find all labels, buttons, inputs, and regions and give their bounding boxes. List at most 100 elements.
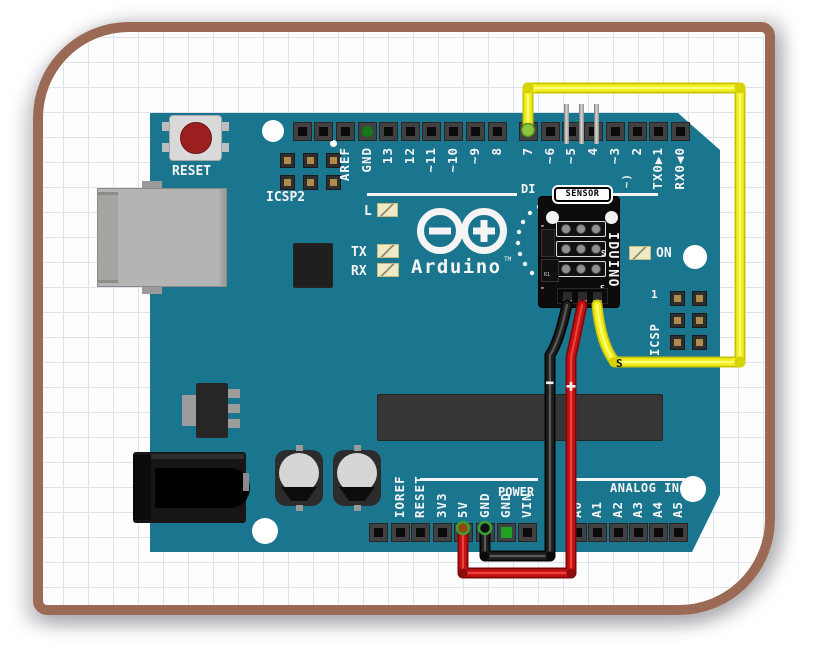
power-pin-label: RESET — [412, 475, 427, 518]
power-pin-label: GND — [477, 492, 492, 518]
reset-label: RESET — [172, 164, 212, 179]
icsp-pin — [669, 290, 685, 306]
power-pin — [368, 523, 388, 542]
sensor-smd-component — [541, 229, 555, 257]
digital-pin-label: 8 — [489, 147, 504, 156]
digital-pin — [583, 122, 603, 141]
led-rx-label: RX — [351, 264, 367, 279]
power-pin-label: IOREF — [392, 475, 407, 518]
digital-silk-text: DI — [521, 182, 536, 196]
sensor-label-tag: SENSOR — [554, 187, 611, 202]
led-l — [377, 203, 398, 217]
digital-pin — [670, 122, 690, 141]
digital-silk-pwm-text: ~) — [620, 173, 633, 189]
led-tx-label: TX — [351, 245, 367, 260]
power-pin — [390, 523, 410, 542]
power-silk-line — [420, 478, 538, 481]
digital-pin-label: TX0▶1 — [650, 147, 665, 190]
icsp-pin1-label: 1 — [651, 288, 658, 301]
power-jack-pin — [243, 473, 249, 491]
digital-pin — [313, 122, 333, 141]
icsp2-pin — [279, 152, 295, 168]
capacitor — [275, 445, 323, 511]
sensor-pad-row — [556, 261, 606, 277]
usb-tab — [142, 181, 162, 189]
icsp2-pin — [302, 174, 318, 190]
digital-pin-label: ~5 — [563, 147, 578, 165]
power-pin — [517, 523, 537, 542]
digital-silk-line — [367, 193, 517, 196]
sensor-header-base — [557, 288, 608, 304]
power-jack-highlight — [151, 454, 244, 459]
power-pin-label: 3V3 — [434, 492, 449, 518]
analog-pin — [668, 523, 688, 542]
sensor-module: SENSOR R1 - S - S IDUINO — [538, 187, 620, 308]
mounting-hole — [683, 245, 707, 269]
digital-pin — [605, 122, 625, 141]
icsp2-label: ICSP2 — [266, 190, 306, 205]
sensor-brand-text: IDUINO — [605, 232, 620, 288]
power-pin-label: VIN — [519, 492, 534, 518]
analog-pin — [648, 523, 668, 542]
silk-dot — [330, 140, 337, 147]
usb-connector-face — [98, 192, 118, 283]
led-rx — [377, 263, 399, 277]
digital-silk-line — [610, 193, 658, 196]
regulator-pin — [227, 419, 240, 428]
regulator-tab — [182, 395, 197, 426]
digital-pin — [487, 122, 507, 141]
icsp2-pin — [302, 152, 318, 168]
digital-pin-label: 2 — [629, 147, 644, 156]
digital-pin-label: ~10 — [445, 147, 460, 173]
usb-connector — [97, 188, 227, 287]
usb-tab — [142, 286, 162, 294]
digital-pin-label: GND — [359, 147, 374, 173]
digital-pin-label: ~11 — [423, 147, 438, 173]
digital-pin — [627, 122, 647, 141]
capacitor — [333, 445, 381, 511]
analog-pin — [628, 523, 648, 542]
power-pin-label: 5V — [455, 500, 470, 518]
digital-pin — [335, 122, 355, 141]
icsp-pin — [691, 312, 707, 328]
analog-pin — [608, 523, 628, 542]
usb-interface-chip — [293, 243, 333, 288]
power-pin — [453, 523, 473, 542]
digital-pin-label: 12 — [402, 147, 417, 165]
analog-silk-text: ANALOG IN — [610, 481, 680, 495]
analog-pin-label: A0 — [569, 500, 584, 518]
digital-pin-label: 13 — [380, 147, 395, 165]
power-pin — [475, 523, 495, 542]
icsp-pin — [669, 334, 685, 350]
analog-pin — [587, 523, 607, 542]
reset-button-tab — [162, 122, 170, 131]
sensor-resistor: R1 — [541, 259, 559, 282]
regulator-pin — [227, 404, 240, 413]
digital-pin — [540, 122, 560, 141]
sensor-pad-row — [556, 221, 606, 237]
sensor-leg — [579, 104, 584, 144]
digital-pin-label: ~3 — [607, 147, 622, 165]
analog-pin-label: A3 — [630, 500, 645, 518]
digital-pin — [378, 122, 398, 141]
mounting-hole — [262, 120, 284, 142]
icsp-pin — [691, 334, 707, 350]
sensor-r1-text: R1 — [544, 272, 551, 278]
mounting-hole — [252, 518, 278, 544]
reset-button-tab — [162, 143, 170, 152]
power-jack — [133, 452, 250, 523]
reset-button-tab — [221, 143, 229, 152]
analog-pin-label: A4 — [650, 500, 665, 518]
digital-pin — [443, 122, 463, 141]
power-jack-face — [133, 455, 151, 520]
reset-button-tab — [221, 122, 229, 131]
sensor-minus-mark: - — [540, 283, 545, 292]
microcontroller-chip — [377, 394, 663, 441]
analog-pin-label: A5 — [670, 500, 685, 518]
digital-pin — [465, 122, 485, 141]
digital-pin — [292, 122, 312, 141]
digital-pin-label: AREF — [337, 147, 352, 182]
led-l-label: L — [364, 204, 372, 219]
digital-pin — [400, 122, 420, 141]
usb-connector-shade — [218, 189, 226, 286]
